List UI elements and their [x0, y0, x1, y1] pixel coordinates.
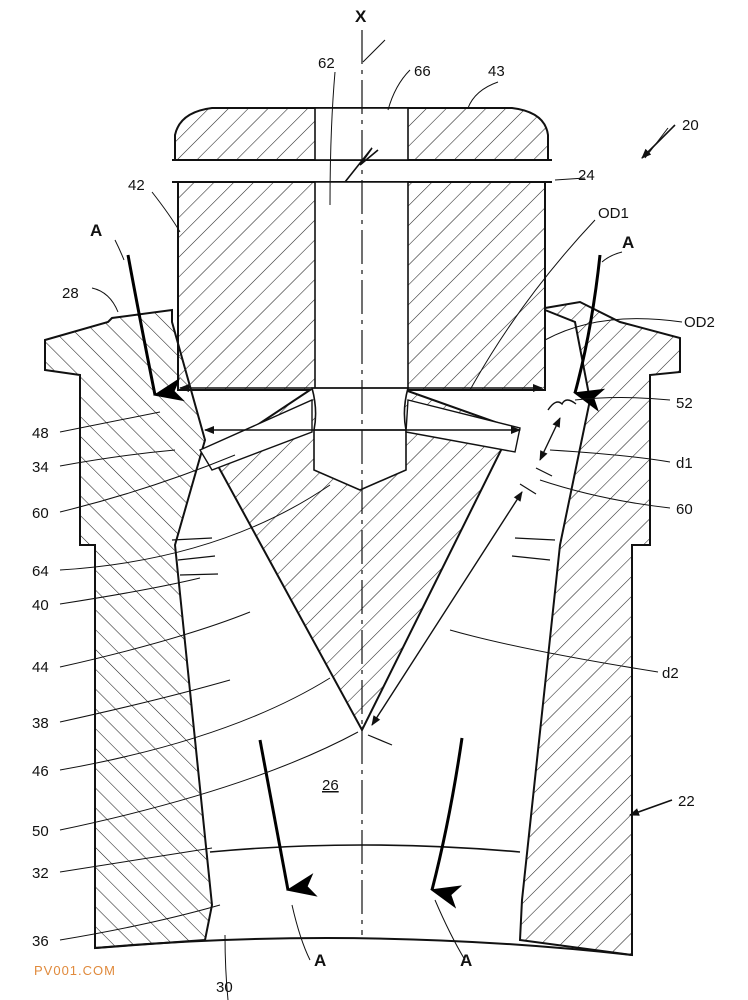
ref-60-left: 60: [32, 505, 49, 522]
flow-label-top-right: A: [622, 233, 634, 252]
ref-26: 26: [322, 777, 339, 794]
ref-20: 20: [682, 117, 699, 134]
watermark: PV001.COM: [34, 963, 116, 978]
ref-34: 34: [32, 459, 49, 476]
ref-40: 40: [32, 597, 49, 614]
dimension-lines: [179, 384, 577, 746]
ref-22: 22: [678, 793, 695, 810]
flow-label-bottom-right: A: [460, 951, 472, 970]
flow-arrows: [126, 254, 606, 909]
ref-arrow-22: [629, 799, 673, 816]
ref-60-right: 60: [676, 501, 693, 518]
ref-50: 50: [32, 823, 49, 840]
leader-lines: [59, 39, 683, 1000]
ref-32: 32: [32, 865, 49, 882]
ref-66: 66: [414, 63, 431, 80]
ref-42: 42: [128, 177, 145, 194]
ref-44: 44: [32, 659, 49, 676]
labels: X 62 66 43 20 24 42 OD1 A A 28 OD2 52 48…: [32, 7, 715, 996]
dim-od2: OD2: [684, 314, 715, 331]
axis-label: X: [355, 7, 367, 26]
ref-62: 62: [318, 55, 335, 72]
ref-30: 30: [216, 979, 233, 996]
dim-od1: OD1: [598, 205, 629, 222]
ref-43: 43: [488, 63, 505, 80]
ref-36: 36: [32, 933, 49, 950]
dim-d1: d1: [676, 455, 693, 472]
ref-64: 64: [32, 563, 49, 580]
ref-28: 28: [62, 285, 79, 302]
flow-label-bottom-left: A: [314, 951, 326, 970]
ref-arrow-20: [641, 124, 676, 159]
ref-38: 38: [32, 715, 49, 732]
ref-46: 46: [32, 763, 49, 780]
ref-24: 24: [578, 167, 595, 184]
ref-52: 52: [676, 395, 693, 412]
dim-d2: d2: [662, 665, 679, 682]
flow-label-top-left: A: [90, 221, 102, 240]
ref-48: 48: [32, 425, 49, 442]
